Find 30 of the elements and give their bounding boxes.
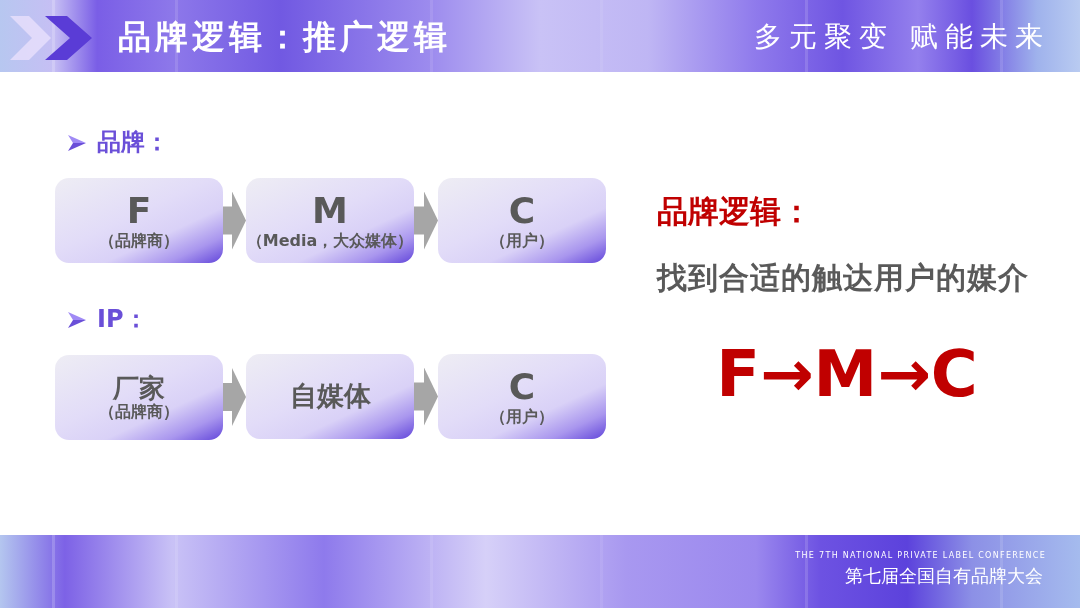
block-arrow <box>414 367 438 426</box>
step-title: M <box>312 191 348 232</box>
block-arrow <box>223 191 246 250</box>
block-arrow <box>223 368 246 426</box>
section-heading: IP： <box>97 306 148 334</box>
conference-name: 第七届全国自有品牌大会 <box>845 565 1043 587</box>
block-arrow <box>414 191 438 250</box>
slogan: 多元聚变 赋能未来 <box>754 20 1050 54</box>
slide-title: 品牌逻辑：推广逻辑 <box>118 18 451 56</box>
process-box <box>438 354 606 439</box>
process-box <box>246 354 414 439</box>
step-title: 自媒体 <box>289 381 371 412</box>
step-subtitle: （Media，大众媒体） <box>246 231 414 250</box>
step-title: C <box>508 191 536 232</box>
process-box <box>438 178 606 263</box>
process-box <box>55 178 223 263</box>
process-box <box>55 355 223 440</box>
step-subtitle: （品牌商） <box>99 231 179 250</box>
process-box <box>246 178 414 263</box>
key-point-heading: 品牌逻辑： <box>657 194 812 230</box>
step-subtitle: （用户） <box>490 407 554 426</box>
step-title: 厂家 <box>113 374 165 403</box>
step-subtitle: （用户） <box>490 231 554 250</box>
step-title: F <box>126 191 152 232</box>
step-subtitle: （品牌商） <box>99 403 179 421</box>
flow-formula: F→M→C <box>716 338 978 412</box>
section-heading: 品牌： <box>97 129 169 157</box>
step-title: C <box>508 367 536 408</box>
key-point-text: 找到合适的触达用户的媒介 <box>657 260 1029 296</box>
conference-name: THE 7TH NATIONAL PRIVATE LABEL CONFERENCE <box>795 551 1046 561</box>
